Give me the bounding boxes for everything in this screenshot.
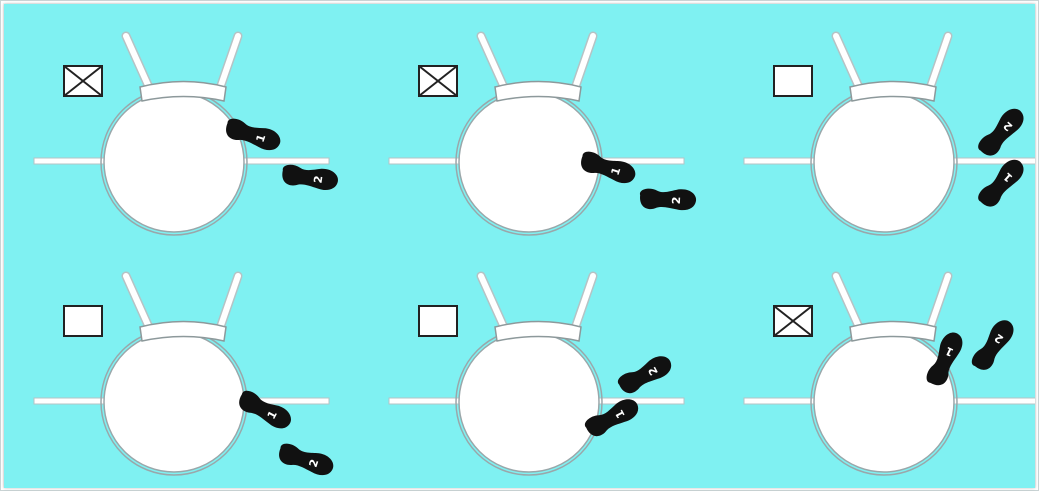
track-left	[389, 158, 464, 164]
footprint-number: 2	[670, 196, 683, 204]
drum	[814, 332, 954, 472]
empty-box-icon	[64, 306, 102, 336]
track-right	[239, 158, 329, 164]
footprint: 2	[639, 188, 696, 211]
shoe-print-icon	[975, 104, 1028, 160]
shoe-print-icon	[281, 163, 340, 192]
empty-box-icon	[419, 306, 457, 336]
scenario-top-right: 21	[744, 36, 1035, 235]
track-left	[744, 158, 819, 164]
x-box-icon	[419, 66, 457, 96]
scenario-bottom-right: 12	[744, 276, 1035, 475]
drum	[104, 92, 244, 232]
scenario-top-middle: 12	[389, 36, 696, 235]
x-box-icon	[64, 66, 102, 96]
drum	[814, 92, 954, 232]
track-left	[389, 398, 464, 404]
scenario-bottom-left: 12	[34, 276, 336, 478]
track-left	[34, 158, 109, 164]
track-left	[34, 398, 109, 404]
track-right	[949, 158, 1035, 164]
x-box-icon	[774, 306, 812, 336]
footprint: 2	[281, 163, 340, 192]
shoe-print-icon	[235, 388, 295, 433]
drum	[459, 92, 599, 232]
track-right	[594, 398, 684, 404]
drum	[104, 332, 244, 472]
footprint: 2	[276, 441, 336, 478]
track-right	[949, 398, 1035, 404]
drum	[459, 332, 599, 472]
footprint: 2	[969, 316, 1019, 374]
footprint: 1	[235, 388, 295, 433]
shoe-print-icon	[969, 316, 1019, 374]
footprint: 2	[975, 104, 1028, 160]
scenario-top-left: 12	[34, 36, 339, 235]
shoe-print-icon	[616, 352, 676, 397]
shoe-print-icon	[639, 188, 696, 211]
empty-box-icon	[774, 66, 812, 96]
shoe-print-icon	[276, 441, 336, 478]
track-left	[744, 398, 819, 404]
scenario-bottom-middle: 21	[389, 276, 684, 475]
footprint: 2	[616, 352, 676, 397]
